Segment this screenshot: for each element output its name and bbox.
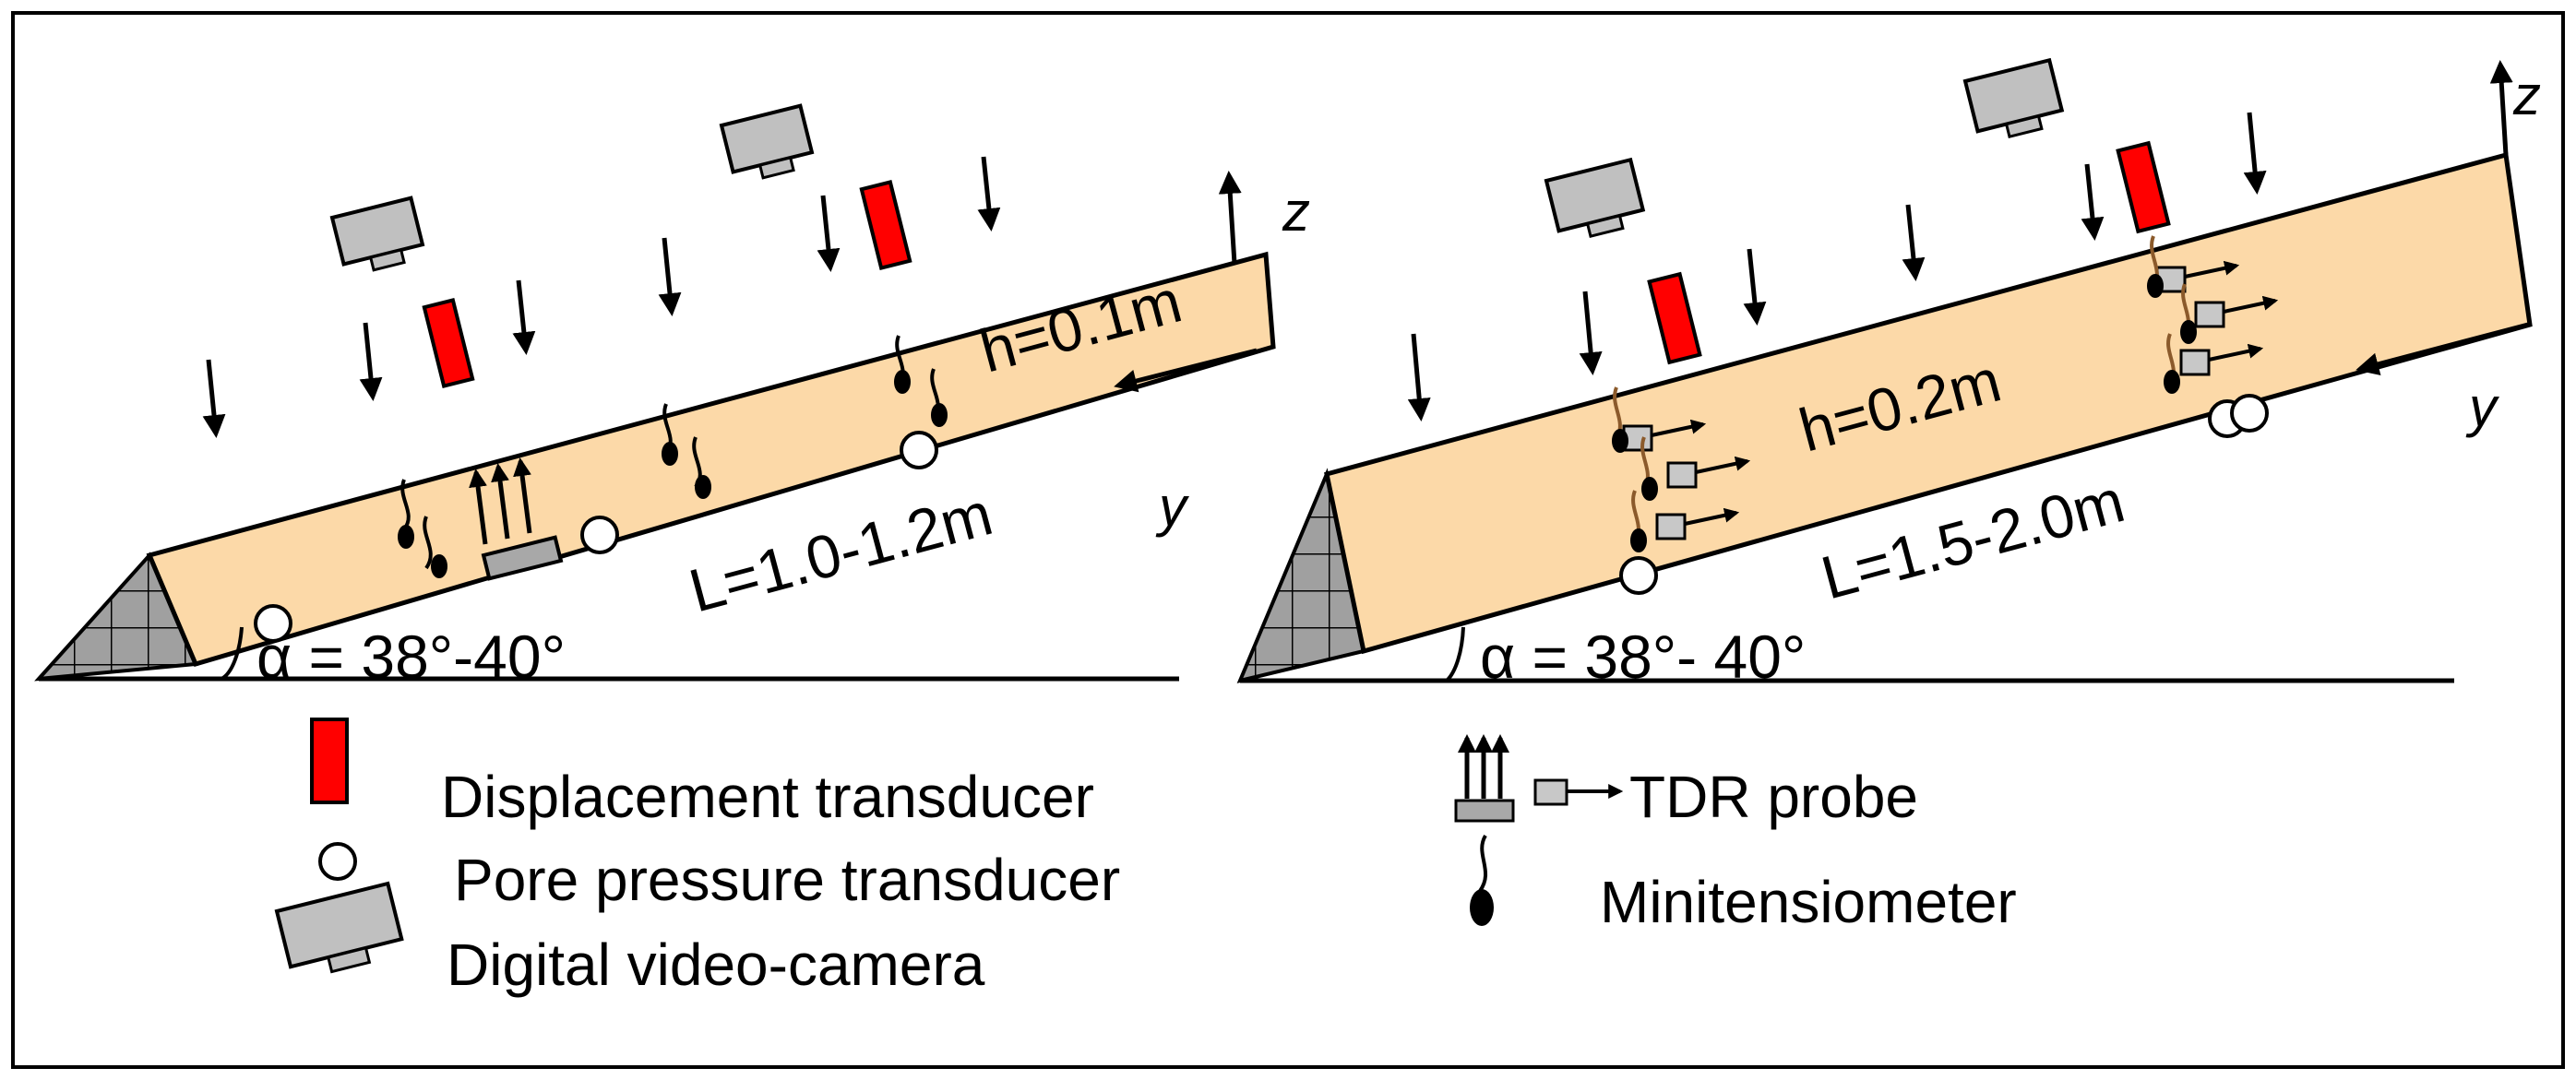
right-z-label: z bbox=[2512, 65, 2541, 126]
right-soil-layer bbox=[1324, 151, 2533, 655]
left-z-axis bbox=[1218, 171, 1242, 265]
displacement-transducer-icon bbox=[422, 298, 475, 388]
left-y-label: y bbox=[1155, 476, 1190, 538]
video-camera-icon bbox=[329, 196, 425, 272]
legend-tdr-icon bbox=[1454, 734, 1624, 823]
rain-arrows-right bbox=[1407, 112, 2267, 421]
legend-tensiometer-label: Minitensiometer bbox=[1600, 869, 2017, 935]
pore-pressure-transducer-icon bbox=[2230, 394, 2269, 433]
minitensiometer-icon bbox=[398, 335, 948, 578]
right-angle-label: α = 38°- 40° bbox=[1480, 623, 1806, 691]
figure-frame bbox=[11, 11, 2565, 1069]
video-camera-icon bbox=[1962, 57, 2065, 138]
right-z-axis bbox=[2489, 60, 2513, 156]
left-angle-arc bbox=[220, 626, 244, 681]
pore-pressure-transducer-icon bbox=[900, 431, 938, 469]
displacement-transducer-icon bbox=[1647, 271, 1702, 365]
right-angle-arc bbox=[1445, 626, 1465, 682]
legend-displacement-label: Displacement transducer bbox=[441, 764, 1094, 830]
pore-pressure-transducer-icon bbox=[1619, 556, 1658, 595]
pore-pressure-transducer-icon bbox=[254, 604, 292, 643]
left-z-label: z bbox=[1282, 181, 1310, 243]
displacement-transducer-icon bbox=[859, 180, 912, 270]
video-camera-icon bbox=[1544, 157, 1646, 238]
video-camera-icon bbox=[719, 103, 815, 180]
right-panel: z y h=0.2m L=1.5-2.0m α = 38°- 40° bbox=[1236, 57, 2541, 691]
left-y-axis bbox=[1114, 348, 1258, 393]
legend-tdr-label: TDR probe bbox=[1629, 764, 1918, 830]
left-panel: z y h=0.1m L=1.0-1.2m α = 38°-40° bbox=[34, 103, 1310, 691]
tdr-probe-icon bbox=[1622, 419, 1751, 540]
legend-tensiometer-icon bbox=[1470, 834, 1494, 926]
pore-pressure-transducer-icon bbox=[580, 516, 619, 554]
legend-pore-pressure-icon bbox=[318, 842, 357, 881]
tdr-probe-icon bbox=[469, 457, 564, 581]
left-angle-label: α = 38°-40° bbox=[256, 623, 566, 691]
displacement-transducer-icon bbox=[2116, 140, 2171, 234]
tdr-probe-icon bbox=[2155, 260, 2279, 376]
legend-camera-icon bbox=[274, 881, 404, 974]
legend-pore-pressure-label: Pore pressure transducer bbox=[454, 847, 1120, 913]
right-y-label: y bbox=[2465, 376, 2500, 438]
minitensiometer-icon bbox=[1612, 235, 2197, 552]
legend-displacement-icon bbox=[310, 718, 349, 804]
rain-arrows-left bbox=[202, 156, 1001, 438]
legend-camera-label: Digital video-camera bbox=[447, 932, 985, 998]
right-y-axis bbox=[2355, 322, 2529, 375]
legend: Displacement transducer Pore pressure tr… bbox=[274, 718, 2017, 998]
